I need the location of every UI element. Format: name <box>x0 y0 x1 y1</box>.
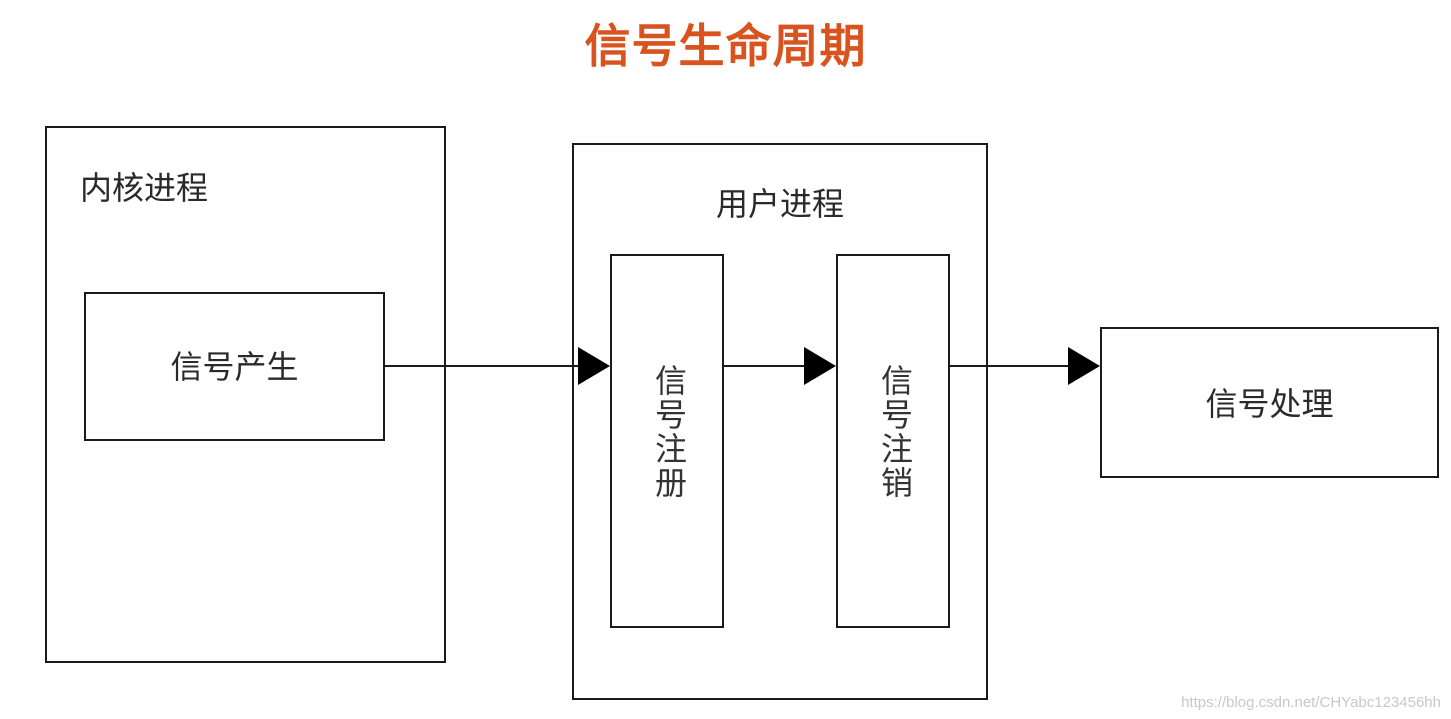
user-process-box: 用户进程 <box>572 143 988 700</box>
signal-registration-box: 信号注册 <box>610 254 724 628</box>
signal-registration-label: 信号注册 <box>650 364 688 500</box>
kernel-process-label: 内核进程 <box>80 169 209 207</box>
signal-generation-label: 信号产生 <box>170 348 299 386</box>
edge-registration-to-deregistration <box>724 347 836 385</box>
user-process-label: 用户进程 <box>715 185 844 223</box>
signal-deregistration-box: 信号注销 <box>836 254 950 628</box>
diagram-title: 信号生命周期 <box>584 19 867 73</box>
edge-generation-to-registration <box>385 347 610 385</box>
signal-handling-label: 信号处理 <box>1205 385 1334 423</box>
signal-generation-box: 信号产生 <box>84 292 385 441</box>
edge-deregistration-to-handling <box>950 347 1100 385</box>
kernel-process-box: 内核进程 <box>45 126 446 663</box>
arrowhead-icon <box>804 347 836 385</box>
signal-deregistration-label: 信号注销 <box>876 364 914 500</box>
watermark: https://blog.csdn.net/CHYabc123456hh <box>1181 694 1441 711</box>
arrowhead-icon <box>578 347 610 385</box>
arrowhead-icon <box>1068 347 1100 385</box>
signal-handling-box: 信号处理 <box>1100 327 1439 478</box>
